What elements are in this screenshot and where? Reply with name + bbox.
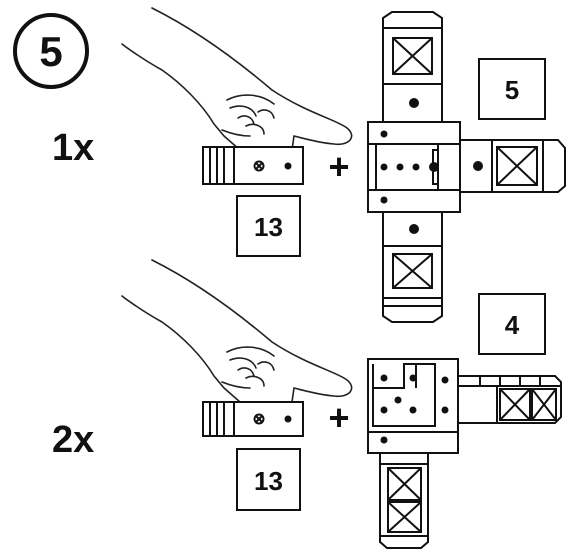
part-label-text: 13 xyxy=(254,212,283,242)
part-label-text: 13 xyxy=(254,466,283,496)
connector-piece-icon xyxy=(202,401,304,437)
row-1-quantity: 1x xyxy=(52,127,94,169)
part-label-text: 4 xyxy=(505,310,520,340)
hand-icon xyxy=(121,259,353,409)
part-label-box: 13 xyxy=(236,448,301,511)
row-2: 2x 13 + xyxy=(52,259,562,549)
connector-piece-icon xyxy=(202,146,304,185)
step-number: 5 xyxy=(39,28,62,75)
elbow-piece-icon xyxy=(367,358,562,549)
hand-icon xyxy=(121,7,353,157)
row-2-quantity: 2x xyxy=(52,419,94,461)
step-badge: 5 xyxy=(13,13,89,89)
part-label-box: 13 xyxy=(236,195,301,257)
plus-sign: + xyxy=(328,146,349,187)
cross-piece-icon xyxy=(367,11,566,323)
part-label-text: 5 xyxy=(505,75,519,105)
part-label-box: 5 xyxy=(478,58,546,120)
part-label-box: 4 xyxy=(478,293,546,355)
row-1: 1x 13 + xyxy=(52,7,566,323)
plus-sign: + xyxy=(328,397,349,438)
